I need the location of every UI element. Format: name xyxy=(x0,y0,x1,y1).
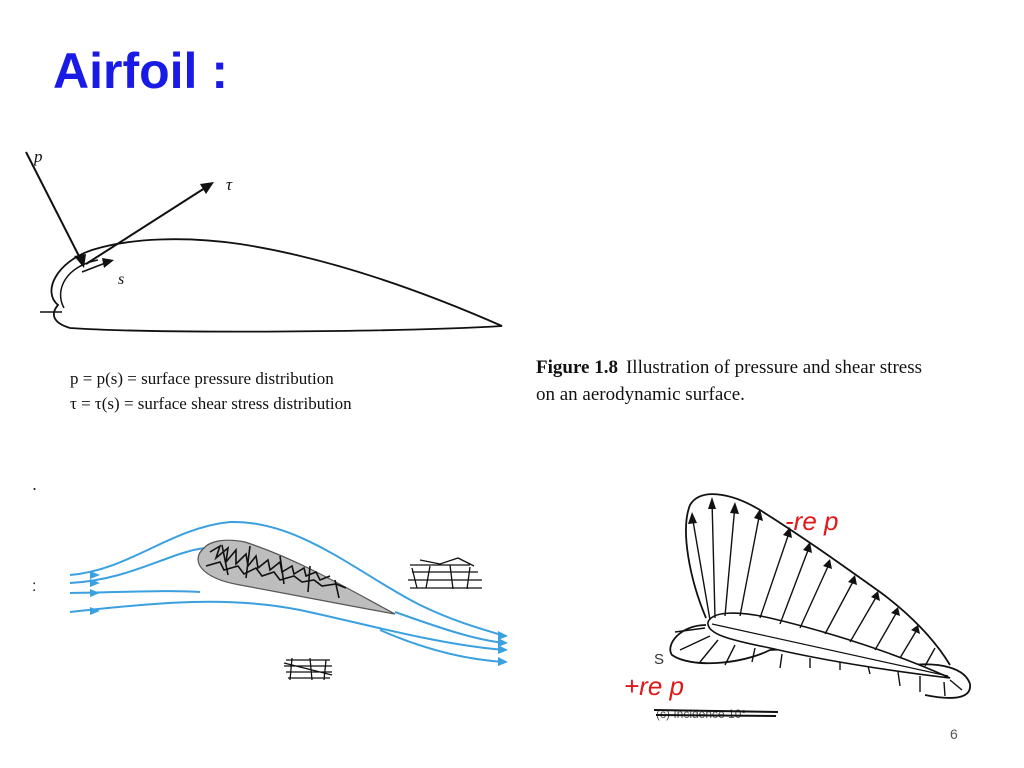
label-tau: τ xyxy=(226,175,233,194)
streamline-bottom xyxy=(379,629,506,663)
pressure-arrowhead xyxy=(74,254,86,268)
stray-colon: : xyxy=(32,578,37,595)
slide-title: Airfoil : xyxy=(53,43,228,99)
airfoil-stress-diagram: p τ s xyxy=(25,147,503,333)
figure-number: Figure 1.8 xyxy=(536,357,618,378)
scribble-box-bottom xyxy=(283,657,333,681)
suction-arrowheads xyxy=(688,497,920,634)
label-p: p xyxy=(33,147,43,166)
scribble-box-right xyxy=(408,557,482,590)
streamline-5 xyxy=(394,611,506,644)
streamline-arrowheads xyxy=(90,571,508,666)
caption-line-2: on an aerodynamic surface. xyxy=(536,384,745,405)
pressure-arrow xyxy=(25,151,83,263)
page-number: 6 xyxy=(950,726,958,742)
pressure-label-s: S xyxy=(654,651,664,668)
streamlines xyxy=(69,520,506,663)
caption-line-1: Illustration of pressure and shear stres… xyxy=(625,357,922,378)
struck-caption: (c) Incidence 10° xyxy=(656,707,746,721)
pressure-airfoil xyxy=(707,612,951,679)
stress-legend: p = p(s) = surface pressure distribution… xyxy=(70,366,352,416)
streamline-2 xyxy=(69,547,206,584)
streamline-diagram xyxy=(69,520,508,681)
pressure-envelope-upper xyxy=(685,493,951,666)
legend-shear: τ = τ(s) = surface shear stress distribu… xyxy=(70,394,352,413)
pressure-arrows xyxy=(674,627,963,697)
streamline-3 xyxy=(69,590,201,594)
figure-caption: Figure 1.8 Illustration of pressure and s… xyxy=(536,354,922,408)
stray-dot: . xyxy=(32,474,38,494)
airfoil-outline xyxy=(50,238,503,333)
streamline-top xyxy=(69,520,506,637)
legend-pressure: p = p(s) = surface pressure distribution xyxy=(70,369,334,388)
caption-strike xyxy=(653,709,779,717)
annotation-positive-pressure: +re p xyxy=(624,671,684,701)
shear-arrow xyxy=(85,185,209,265)
shear-arrowhead xyxy=(200,182,214,194)
s-arrowhead xyxy=(102,258,114,268)
annotation-negative-pressure: -re p xyxy=(785,506,838,536)
airfoil-scribbles xyxy=(205,544,347,599)
suction-arrows xyxy=(691,499,936,667)
chord-line xyxy=(711,623,949,677)
label-s: s xyxy=(118,271,124,288)
streamline-4 xyxy=(69,600,506,651)
